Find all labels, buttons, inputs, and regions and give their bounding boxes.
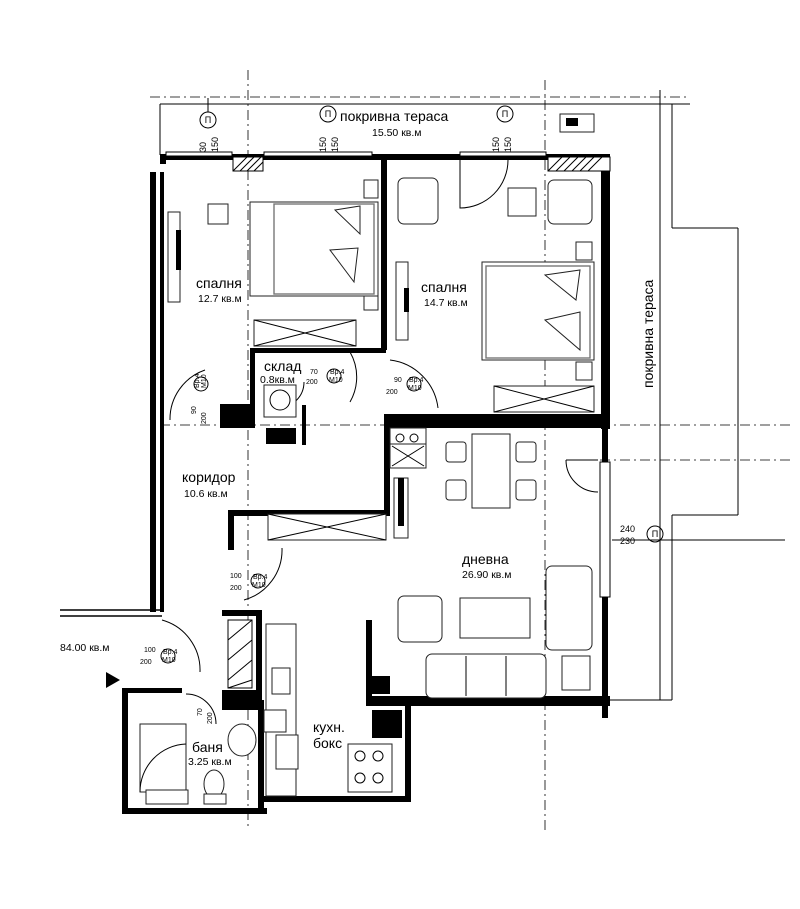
room-name: спалня [196, 275, 242, 291]
room-name: спалня [421, 279, 467, 295]
svg-text:100: 100 [230, 573, 242, 580]
room-label-storage: склад 0.8кв.м [260, 358, 301, 386]
axis-marker-label: П [325, 109, 331, 119]
bedroom1-furniture [167, 179, 379, 347]
kitchen-bath-fixtures [139, 623, 402, 805]
door-tag-storage: 70 200 Вр.4 М10 [306, 368, 345, 386]
windows [165, 151, 611, 598]
axis-marker-label: П [205, 115, 211, 125]
dim-top-right-b: 150 [503, 137, 513, 152]
bedroom2-furniture [395, 177, 595, 413]
dim-top-left-b: 150 [210, 137, 220, 152]
axis-marker-top-left: П [199, 98, 217, 129]
svg-text:Вр.4: Вр.4 [409, 377, 424, 384]
walls [60, 154, 610, 814]
dim-right-a: 240 [620, 524, 635, 534]
dim-top-mid-a: 150 [318, 137, 328, 152]
room-area: 14.7 кв.м [424, 297, 468, 309]
svg-text:200: 200 [230, 585, 242, 592]
storage-corridor-furniture [263, 384, 409, 541]
svg-text:200: 200 [207, 712, 214, 724]
svg-text:М10: М10 [252, 582, 266, 589]
room-label-bedroom1: спалня 12.7 кв.м [196, 275, 242, 305]
svg-text:Вр.4: Вр.4 [194, 373, 201, 388]
dimension-labels: 30 150 150 150 150 150 240 230 [198, 137, 635, 546]
svg-text:М10: М10 [408, 385, 422, 392]
terrace-top-label: покривна тераса 15.50 кв.м [340, 108, 449, 139]
svg-text:70: 70 [197, 708, 204, 716]
svg-text:70: 70 [310, 369, 318, 376]
room-name: баня [192, 739, 223, 755]
room-label-kitchen: кухн. бокс [313, 719, 345, 751]
svg-text:Вр.4: Вр.4 [163, 649, 178, 656]
axis-marker-label: П [652, 529, 658, 539]
terrace-outline [159, 103, 739, 701]
room-name: дневна [462, 551, 509, 567]
room-label-bathroom: баня 3.25 кв.м [188, 739, 232, 768]
terrace-right-name: покривна тераса [640, 279, 656, 388]
room-name-line1: кухн. [313, 719, 345, 735]
dim-top-right-a: 150 [491, 137, 501, 152]
entrance-arrow [106, 672, 120, 688]
door-tag-bedroom1: 90 200 Вр.4 М10 [191, 373, 209, 424]
hatched-walls [223, 156, 611, 689]
room-label-living: дневна 26.90 кв.м [462, 551, 512, 581]
svg-text:Вр.4: Вр.4 [330, 369, 345, 376]
svg-text:90: 90 [191, 406, 198, 414]
dim-right-b: 230 [620, 536, 635, 546]
door-swings [161, 159, 599, 725]
room-name: коридор [182, 469, 236, 485]
svg-text:200: 200 [306, 379, 318, 386]
dim-top-mid-b: 150 [330, 137, 340, 152]
svg-text:М10: М10 [162, 657, 176, 664]
room-area: 12.7 кв.м [198, 293, 242, 305]
room-area: 0.8кв.м [260, 374, 295, 386]
room-label-bedroom2: спалня 14.7 кв.м [421, 279, 468, 309]
svg-text:200: 200 [140, 659, 152, 666]
door-tag-corridor: 100 200 Вр.4 М10 [230, 573, 268, 592]
svg-text:200: 200 [386, 389, 398, 396]
room-area: 10.6 кв.м [184, 488, 228, 500]
door-tag-bathroom: 70 200 [197, 708, 214, 724]
svg-text:М10: М10 [201, 374, 208, 388]
svg-text:М10: М10 [329, 377, 343, 384]
axis-marker-label: П [502, 109, 508, 119]
terrace-top-area: 15.50 кв.м [372, 127, 422, 139]
axis-marker-top-mid: П [319, 105, 337, 123]
door-tag-entrance: 100 200 Вр.4 М10 [140, 647, 178, 666]
room-name-line2: бокс [313, 735, 342, 751]
room-label-corridor: коридор 10.6 кв.м [182, 469, 236, 500]
svg-text:100: 100 [144, 647, 156, 654]
axis-marker-top-right: П [496, 105, 514, 123]
door-tag-bedroom2: 90 200 Вр.4 М10 [386, 376, 424, 396]
axis-lines [150, 70, 790, 830]
room-name: склад [264, 358, 301, 374]
terrace-top-name: покривна тераса [340, 108, 449, 124]
total-area: 84.00 кв.м [60, 642, 110, 654]
living-furniture [372, 427, 593, 699]
svg-text:90: 90 [394, 377, 402, 384]
svg-text:Вр.4: Вр.4 [253, 574, 268, 581]
terrace-fixture [559, 113, 595, 133]
axis-marker-right: П [646, 525, 664, 543]
svg-text:200: 200 [201, 412, 208, 424]
dim-top-left-a: 30 [198, 142, 208, 152]
room-area: 3.25 кв.м [188, 756, 232, 768]
room-area: 26.90 кв.м [462, 569, 512, 581]
